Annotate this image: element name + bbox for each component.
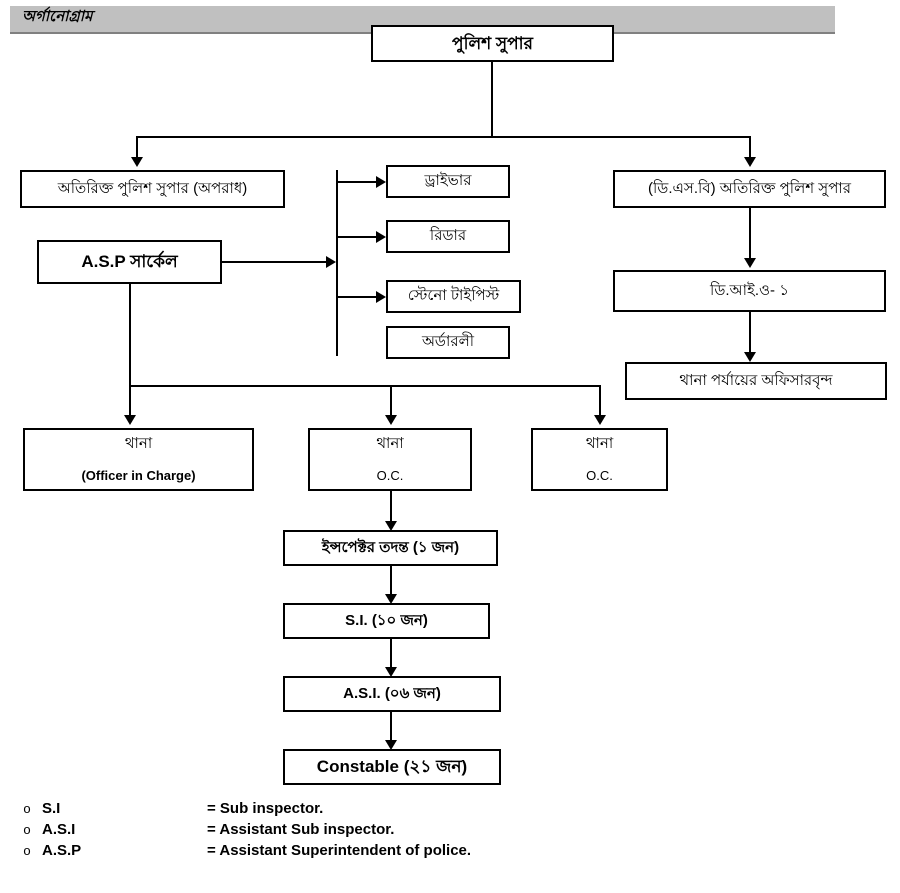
node-inspector-label: ইন্সপেক্টর তদন্ত (১ জন): [321, 538, 460, 556]
connector-asi-to-constable: [390, 712, 392, 744]
arrowhead-thana-3: [594, 415, 606, 425]
node-constable-label: Constable (২১ জন): [316, 757, 468, 777]
node-steno-typist-label: স্টেনো টাইপিস্ট: [407, 287, 500, 305]
arrowhead-driver: [376, 176, 386, 188]
connector-sp-stem: [491, 62, 493, 137]
node-steno-typist[interactable]: স্টেনো টাইপিস্ট: [386, 280, 521, 313]
connector-si-to-asi: [390, 639, 392, 671]
connector-asp-to-staff-spine: [222, 261, 326, 263]
connector-to-addl-sp-crime: [136, 136, 138, 159]
arrowhead-asi: [385, 667, 397, 677]
arrowhead-addl-sp-crime: [131, 157, 143, 167]
node-constable[interactable]: Constable (২১ জন): [283, 749, 501, 785]
connector-to-thana-3: [599, 385, 601, 417]
connector-thana2-to-inspector: [390, 491, 392, 523]
connector-top-bus: [136, 136, 751, 138]
legend: o S.I = Sub inspector. o A.S.I = Assista…: [12, 800, 892, 863]
arrowhead-thana-1: [124, 415, 136, 425]
node-asi[interactable]: A.S.I. (০৬ জন): [283, 676, 501, 712]
legend-bullet-icon: o: [23, 822, 31, 837]
connector-to-steno-typist: [336, 296, 376, 298]
connector-asp-stem-down: [129, 284, 131, 386]
node-thana-2-label: থানা: [376, 435, 404, 452]
connector-to-driver: [336, 181, 376, 183]
arrowhead-dio: [744, 258, 756, 268]
connector-inspector-to-si: [390, 566, 392, 598]
connector-thana-bus: [129, 385, 601, 387]
legend-abbr: S.I: [42, 800, 61, 817]
connector-to-addl-sp-dsb: [749, 136, 751, 159]
legend-bullet-icon: o: [23, 801, 31, 816]
node-police-super[interactable]: পুলিশ সুপার: [371, 25, 614, 62]
connector-staff-spine: [336, 170, 338, 356]
legend-definition: = Sub inspector.: [207, 800, 324, 817]
node-si-label: S.I. (১০ জন): [345, 611, 428, 629]
arrowhead-thana-officers: [744, 352, 756, 362]
arrowhead-addl-sp-dsb: [744, 157, 756, 167]
legend-row: o S.I = Sub inspector.: [12, 800, 892, 821]
node-thana-3-label: থানা: [585, 435, 614, 452]
node-reader-label: রিডার: [429, 227, 467, 245]
arrowhead-reader: [376, 231, 386, 243]
node-addl-sp-dsb-label: (ডি.এস.বি) অতিরিক্ত পুলিশ সুপার: [648, 179, 851, 197]
node-addl-sp-dsb[interactable]: (ডি.এস.বি) অতিরিক্ত পুলিশ সুপার: [613, 170, 886, 208]
node-thana-officers-label: থানা পর্যায়ের অফিসারবৃন্দ: [679, 371, 833, 389]
arrowhead-staff-spine: [326, 256, 336, 268]
node-thana-1-label: থানা: [124, 435, 153, 452]
node-orderly[interactable]: অর্ডারলী: [386, 326, 510, 359]
node-thana-3[interactable]: থানা O.C.: [531, 428, 668, 491]
node-thana-1-sub: (Officer in Charge): [81, 467, 196, 483]
node-orderly-label: অর্ডারলী: [421, 333, 475, 351]
arrowhead-steno-typist: [376, 291, 386, 303]
legend-row: o A.S.P = Assistant Superintendent of po…: [12, 842, 892, 863]
node-police-super-label: পুলিশ সুপার: [452, 33, 533, 53]
legend-definition: = Assistant Superintendent of police.: [207, 842, 472, 859]
arrowhead-constable: [385, 740, 397, 750]
node-si[interactable]: S.I. (১০ জন): [283, 603, 490, 639]
node-dio-1-label: ডি.আই.ও- ১: [710, 281, 789, 299]
connector-dsb-to-dio: [749, 208, 751, 260]
node-addl-sp-crime[interactable]: অতিরিক্ত পুলিশ সুপার (অপরাধ): [20, 170, 285, 208]
node-addl-sp-crime-label: অতিরিক্ত পুলিশ সুপার (অপরাধ): [57, 179, 248, 197]
legend-definition: = Assistant Sub inspector.: [207, 821, 395, 838]
node-driver[interactable]: ড্রাইভার: [386, 165, 510, 198]
connector-to-thana-1: [129, 385, 131, 417]
node-thana-2[interactable]: থানা O.C.: [308, 428, 472, 491]
arrowhead-si: [385, 594, 397, 604]
connector-to-thana-2: [390, 385, 392, 417]
node-asi-label: A.S.I. (০৬ জন): [343, 684, 441, 702]
arrowhead-thana-2: [385, 415, 397, 425]
node-thana-officers[interactable]: থানা পর্যায়ের অফিসারবৃন্দ: [625, 362, 887, 400]
node-thana-2-sub: O.C.: [376, 467, 404, 483]
node-driver-label: ড্রাইভার: [424, 172, 472, 190]
connector-to-reader: [336, 236, 376, 238]
node-dio-1[interactable]: ডি.আই.ও- ১: [613, 270, 886, 312]
legend-bullet-icon: o: [23, 843, 31, 858]
node-reader[interactable]: রিডার: [386, 220, 510, 253]
node-inspector[interactable]: ইন্সপেক্টর তদন্ত (১ জন): [283, 530, 498, 566]
node-thana-1[interactable]: থানা (Officer in Charge): [23, 428, 254, 491]
legend-abbr: A.S.I: [42, 821, 76, 838]
node-asp-circle-label: A.S.P সার্কেল: [81, 252, 178, 272]
legend-abbr: A.S.P: [42, 842, 82, 859]
legend-row: o A.S.I = Assistant Sub inspector.: [12, 821, 892, 842]
node-thana-3-sub: O.C.: [586, 467, 613, 483]
page-title: অর্গানোগ্রাম: [22, 8, 93, 25]
connector-dio-to-thana-officers: [749, 312, 751, 354]
node-asp-circle[interactable]: A.S.P সার্কেল: [37, 240, 222, 284]
arrowhead-inspector: [385, 521, 397, 531]
